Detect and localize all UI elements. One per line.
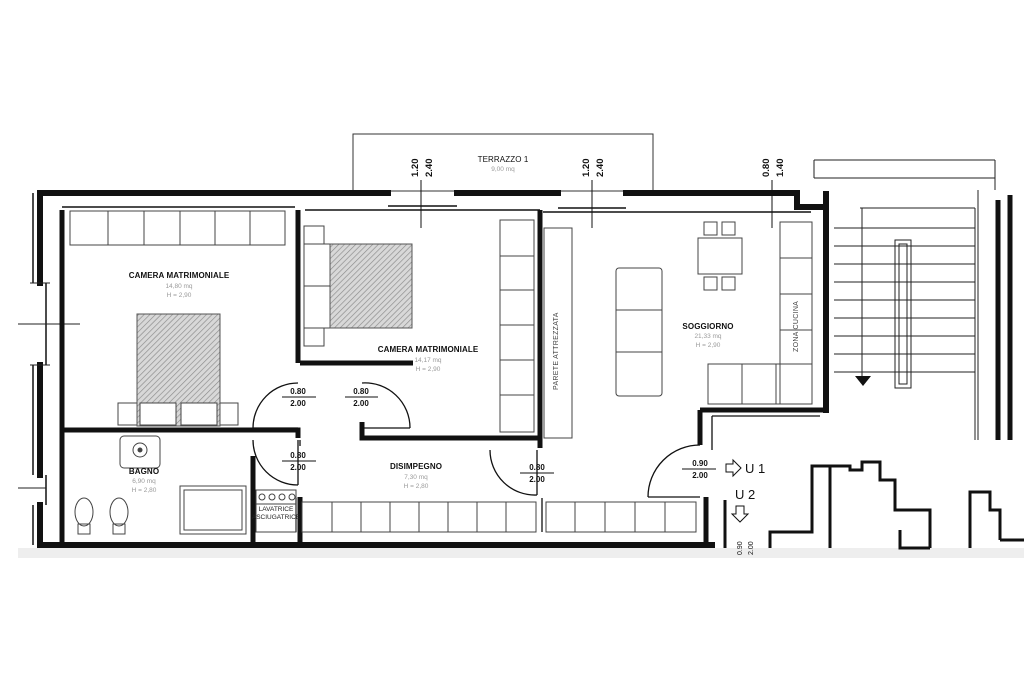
walls [37,190,829,548]
unit-label-u2: U 2 [735,487,756,502]
interior-wall-detail [295,415,820,532]
door-1-height: 2.00 [290,399,306,408]
room-height-bagno: H = 2,80 [131,487,157,494]
adjacent-structure [723,460,1024,550]
door-4-width: 0.80 [529,463,545,472]
door-1-width: 0.80 [290,387,306,396]
stair-arrow-icon [855,376,871,386]
room-area-camera2: 14,17 mq [414,357,442,364]
door-4-height: 2.00 [529,475,545,484]
door-3-height: 2.00 [290,463,306,472]
room-area-soggiorno: 21,33 mq [694,333,722,340]
window-2-bottom: 2.40 [595,158,606,178]
window-3-top: 0.80 [761,158,772,178]
bathroom-fixtures [74,435,297,535]
room-name-camera1: CAMERA MATRIMONIALE [128,271,230,280]
opening-bottom-width: 0.90 [737,541,744,555]
adjacent-walls [995,195,1013,440]
door-swings [252,382,701,498]
room-area-disimpegno: 7,30 mq [404,474,428,481]
room-area-bagno: 6,90 mq [132,478,156,485]
room-name-soggiorno: SOGGIORNO [682,322,734,331]
door-2-width: 0.80 [353,387,369,396]
wall-inner-lines [32,193,811,545]
door-5-height: 2.00 [692,471,708,480]
left-windows [18,282,80,489]
window-1-bottom: 2.40 [424,158,435,178]
corridor-wardrobes [301,501,697,533]
lavatrice-label: LAVATRICE [258,506,294,513]
staircase [813,159,996,440]
unit-label-u1: U 1 [745,461,766,476]
window-3-bottom: 1.40 [775,158,786,178]
parete-attrezzata-label: PARETE ATTREZZATA [553,312,560,390]
unit-arrows [725,458,750,523]
room-area-terrazzo: 9,00 mq [491,166,515,173]
room-name-terrazzo: TERRAZZO 1 [477,155,529,164]
room-name-bagno: BAGNO [128,467,160,476]
window-2-top: 1.20 [581,158,592,178]
interior-walls [59,210,826,545]
room-height-camera1: H = 2,90 [166,292,192,299]
bedroom1-furniture [69,210,286,427]
bottom-shadow [18,548,1024,558]
door-2-height: 2.00 [353,399,369,408]
door-dim-lines [282,396,716,474]
room-height-disimpegno: H = 2,80 [403,483,429,490]
door-3-width: 0.80 [290,451,306,460]
room-name-disimpegno: DISIMPEGNO [389,462,443,471]
room-height-soggiorno: H = 2,90 [695,342,721,349]
living-furniture [543,221,813,439]
window-1-top: 1.20 [410,158,421,178]
room-area-camera1: 14,80 mq [165,283,193,290]
opening-bottom-height: 2.00 [748,541,755,555]
bedroom2-furniture [303,219,535,433]
zona-cucina-label: ZONA CUCINA [793,300,800,352]
asciugatrice-label: ASCIUGATRICE [251,514,301,521]
room-name-camera2: CAMERA MATRIMONIALE [377,345,479,354]
door-5-width: 0.90 [692,459,708,468]
window-markers [420,180,773,228]
room-height-camera2: H = 2,90 [415,366,441,373]
